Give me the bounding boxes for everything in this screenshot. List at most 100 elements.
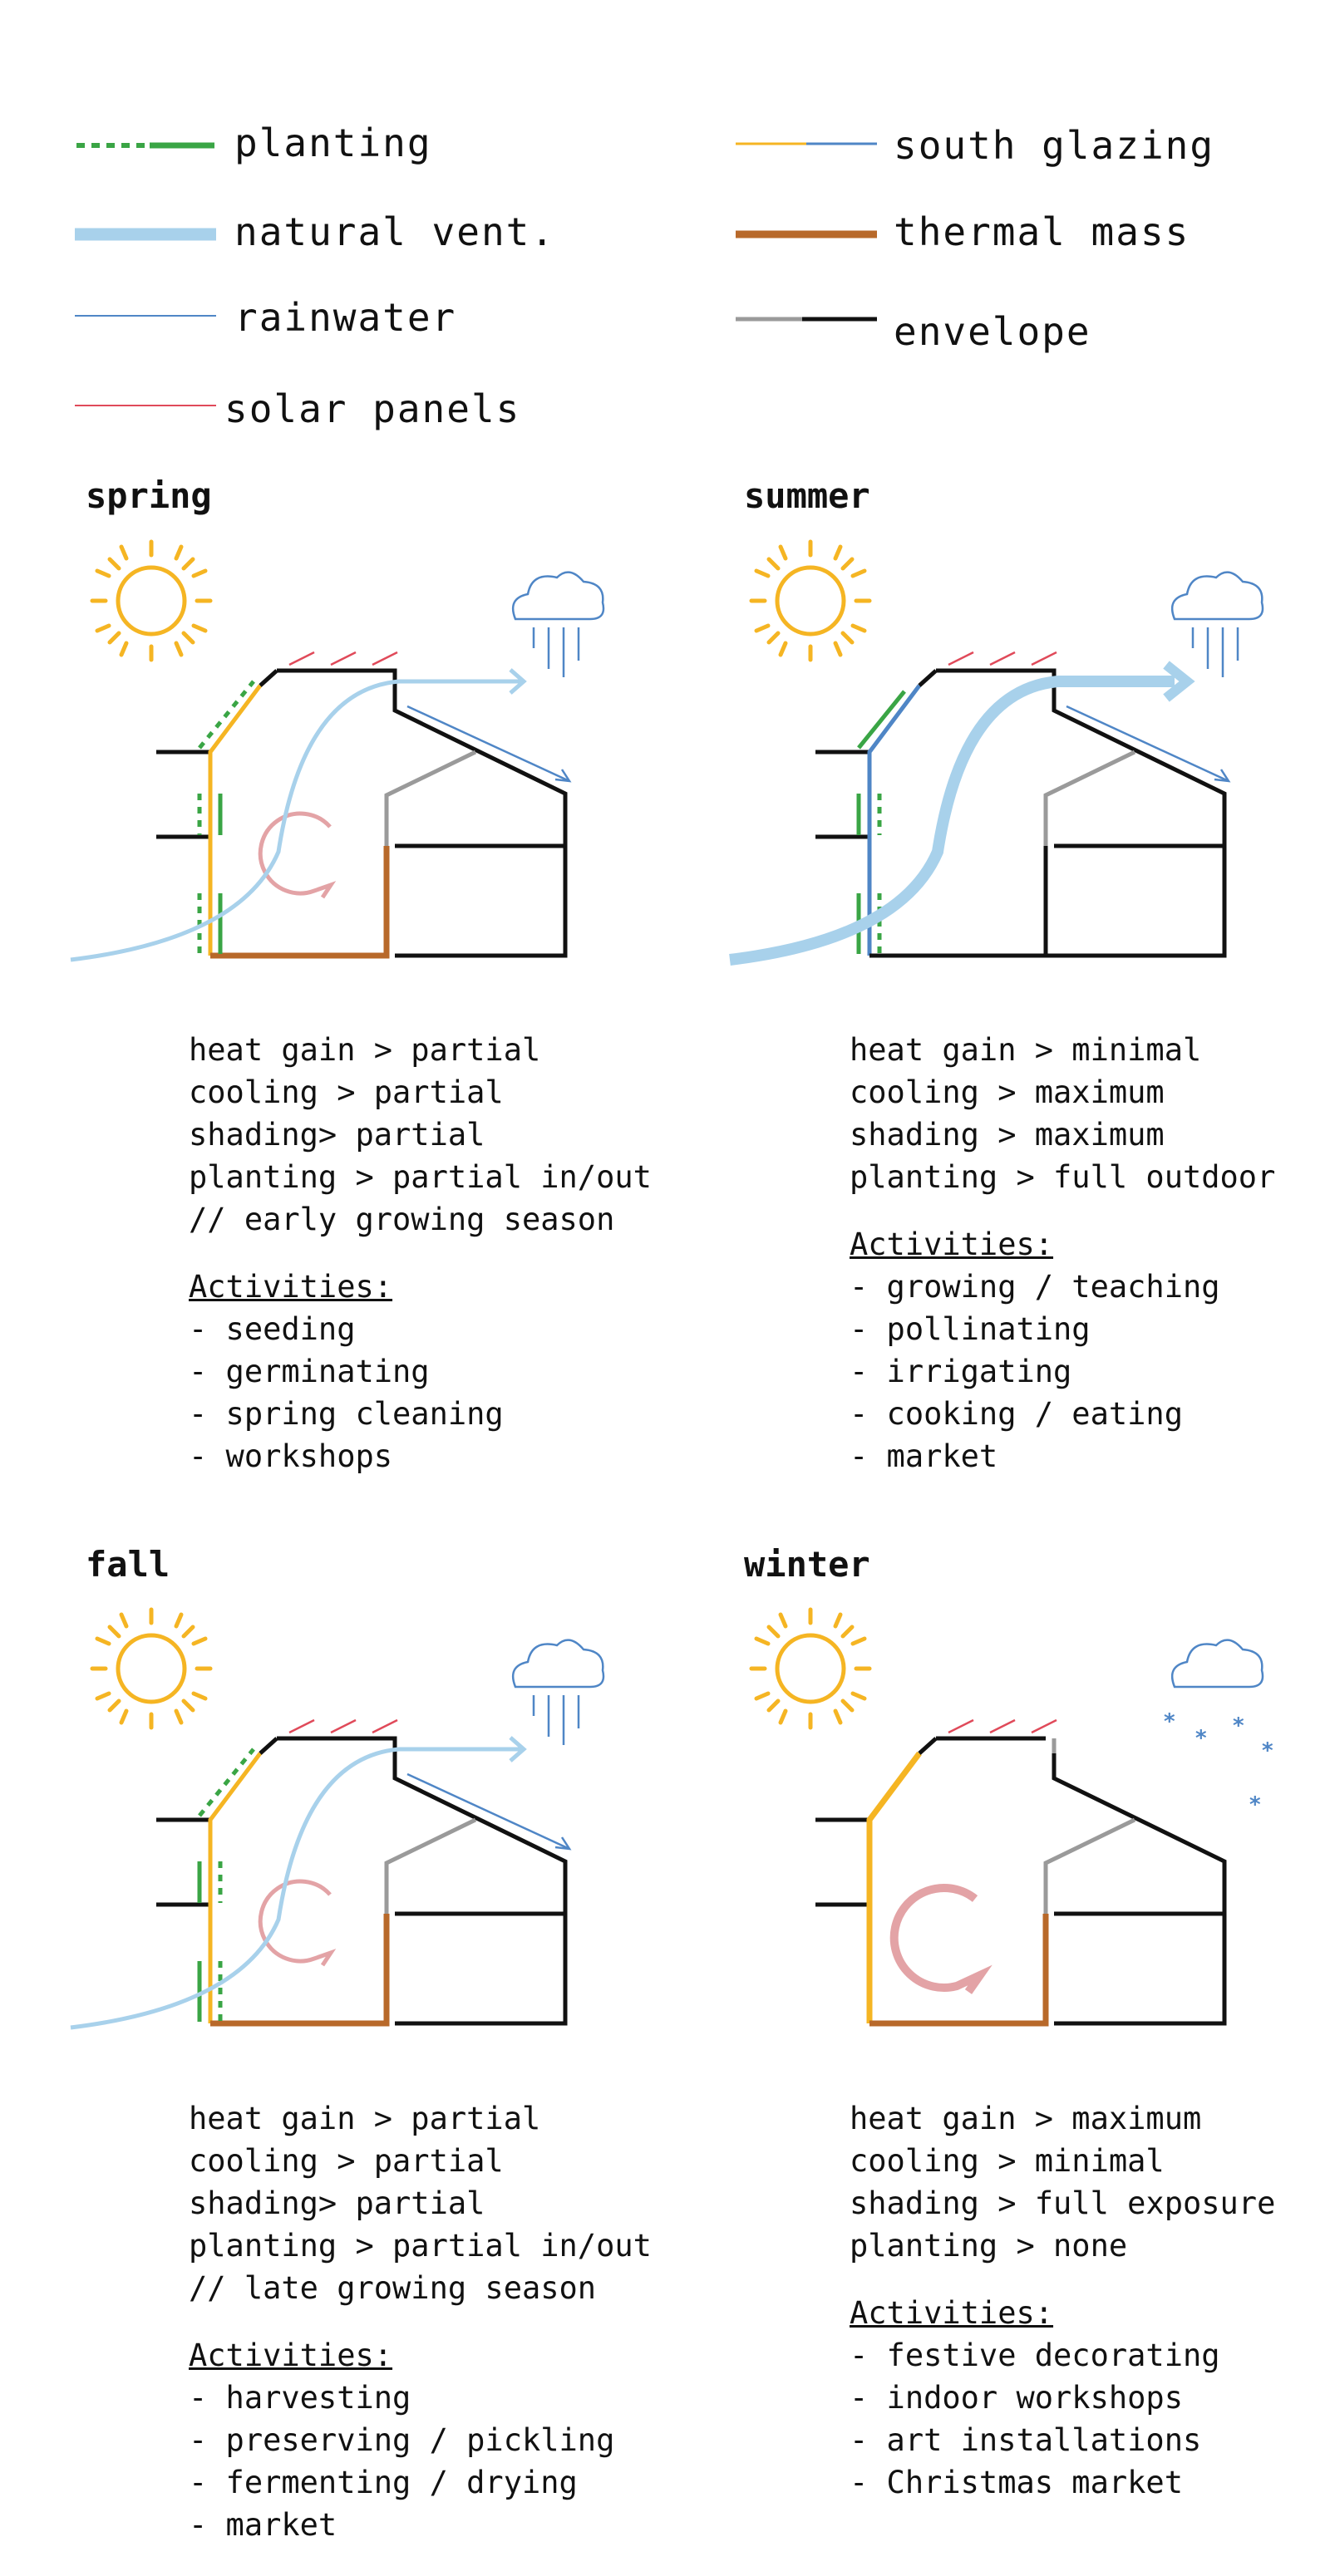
ventilation-arrowhead [509, 1736, 527, 1762]
envelope-grey-lines [384, 750, 477, 846]
heat-swirl [889, 1884, 993, 1994]
glazing-line [208, 684, 262, 956]
planting-marks [197, 1748, 255, 2022]
activity-item: - cooking / eating [850, 1396, 1183, 1432]
condition-line: heat gain > partial [189, 2101, 541, 2136]
condition-line: planting > partial in/out [189, 2228, 652, 2264]
natural-vent-swatch [75, 228, 216, 241]
planting-marks [197, 680, 255, 954]
activity-item: - preserving / pickling [189, 2422, 615, 2458]
spring-info: heat gain > partial cooling > partial sh… [189, 1029, 652, 1477]
sun-icon [90, 1607, 213, 1730]
activity-item: - growing / teaching [850, 1269, 1220, 1305]
heat-swirl [258, 1879, 337, 1967]
ventilation-arrow [70, 1747, 524, 2030]
legend-planting-label: planting [234, 120, 432, 165]
condition-line: cooling > partial [189, 1074, 504, 1110]
condition-line: planting > partial in/out [189, 1159, 652, 1195]
activity-item: - germinating [189, 1354, 430, 1389]
svg-text:*: * [1249, 1792, 1261, 1817]
condition-line: shading> partial [189, 2185, 485, 2221]
glazing-line [867, 684, 921, 956]
solar-panel-lines [948, 1718, 1057, 1734]
activity-item: - irrigating [850, 1354, 1072, 1389]
svg-text:*: * [1195, 1726, 1207, 1751]
thermal-mass-swatch [736, 230, 877, 238]
condition-line: cooling > partial [189, 2143, 504, 2179]
condition-line: cooling > minimal [850, 2143, 1165, 2179]
legend-natural-vent-label: natural vent. [234, 209, 556, 254]
spring-title: spring [86, 475, 212, 516]
activity-item: - workshops [189, 1438, 393, 1474]
rainwater-line [406, 705, 570, 783]
snowflake-icons: * * * * * [1164, 1709, 1273, 1817]
activity-item: - Christmas market [850, 2465, 1183, 2500]
sun-icon [749, 539, 872, 662]
fall-title: fall [86, 1544, 170, 1585]
legend-south-glazing-label: south glazing [894, 123, 1215, 168]
svg-text:*: * [1262, 1738, 1273, 1763]
south-glazing-swatch [736, 142, 877, 145]
activity-item: - fermenting / drying [189, 2465, 578, 2500]
rainwater-arrowhead [554, 769, 572, 783]
condition-line: heat gain > maximum [850, 2101, 1202, 2136]
summer-title: summer [744, 475, 870, 516]
solar-panel-lines [948, 651, 1057, 666]
rain-cloud-icon [1170, 571, 1264, 677]
activity-item: - spring cleaning [189, 1396, 504, 1432]
winter-diagram: * * * * * [749, 1607, 1273, 2027]
condition-line: cooling > maximum [850, 1074, 1165, 1110]
envelope-grey-lines [1043, 1817, 1136, 1914]
condition-line: shading> partial [189, 1117, 485, 1153]
solar-panels-swatch [75, 405, 216, 406]
sun-icon [749, 1607, 872, 1730]
thermal-mass-line [210, 1914, 390, 2027]
summer-diagram [729, 539, 1264, 966]
activity-item: - festive decorating [850, 2338, 1220, 2373]
activity-item: - harvesting [189, 2380, 411, 2416]
rain-cloud-icon [511, 1639, 605, 1745]
winter-title: winter [744, 1544, 870, 1585]
fall-info: heat gain > partial cooling > partial sh… [189, 2097, 652, 2546]
rain-cloud-icon [511, 571, 605, 677]
condition-line: planting > full outdoor [850, 1159, 1276, 1195]
activities-heading: Activities: [189, 2338, 393, 2373]
rainwater-line [406, 1772, 570, 1851]
activity-item: - indoor workshops [850, 2380, 1183, 2416]
solar-panel-lines [288, 1718, 398, 1734]
rainwater-arrowhead [554, 1836, 572, 1851]
ventilation-arrowhead [509, 668, 527, 695]
thermal-mass-line [869, 1914, 1049, 2027]
thermal-mass-line [210, 846, 390, 959]
rainwater-line [1066, 705, 1229, 783]
condition-line: heat gain > minimal [850, 1032, 1202, 1068]
legend-solar-panels-label: solar panels [224, 386, 521, 431]
legend-thermal-mass-label: thermal mass [894, 209, 1190, 254]
condition-line: shading > maximum [850, 1117, 1165, 1153]
legend-rainwater-label: rainwater [234, 295, 457, 340]
sun-icon [90, 539, 213, 662]
activity-item: - art installations [850, 2422, 1202, 2458]
winter-info: heat gain > maximum cooling > minimal sh… [850, 2097, 1275, 2504]
envelope-swatch [736, 317, 877, 322]
condition-line: shading > full exposure [850, 2185, 1276, 2221]
summer-info: heat gain > minimal cooling > maximum sh… [850, 1029, 1275, 1477]
glazing-roof-line [259, 669, 278, 687]
rainwater-arrowhead [1214, 769, 1231, 783]
ventilation-arrow [70, 679, 524, 962]
activity-item: - pollinating [850, 1311, 1091, 1347]
ventilation-arrow [729, 676, 1175, 966]
envelope-grey-lines [384, 1817, 477, 1914]
envelope-lines [156, 1736, 568, 2026]
glazing-line [208, 1752, 262, 2023]
glazing-line [866, 1751, 922, 2023]
svg-text:*: * [1233, 1713, 1244, 1738]
ventilation-arrowhead [1163, 661, 1195, 702]
svg-text:*: * [1164, 1709, 1175, 1734]
condition-line: heat gain > partial [189, 1032, 541, 1068]
solar-panel-lines [288, 651, 398, 666]
heat-swirl [258, 811, 337, 899]
glazing-roof-line [259, 1737, 278, 1755]
condition-line: planting > none [850, 2228, 1128, 2264]
